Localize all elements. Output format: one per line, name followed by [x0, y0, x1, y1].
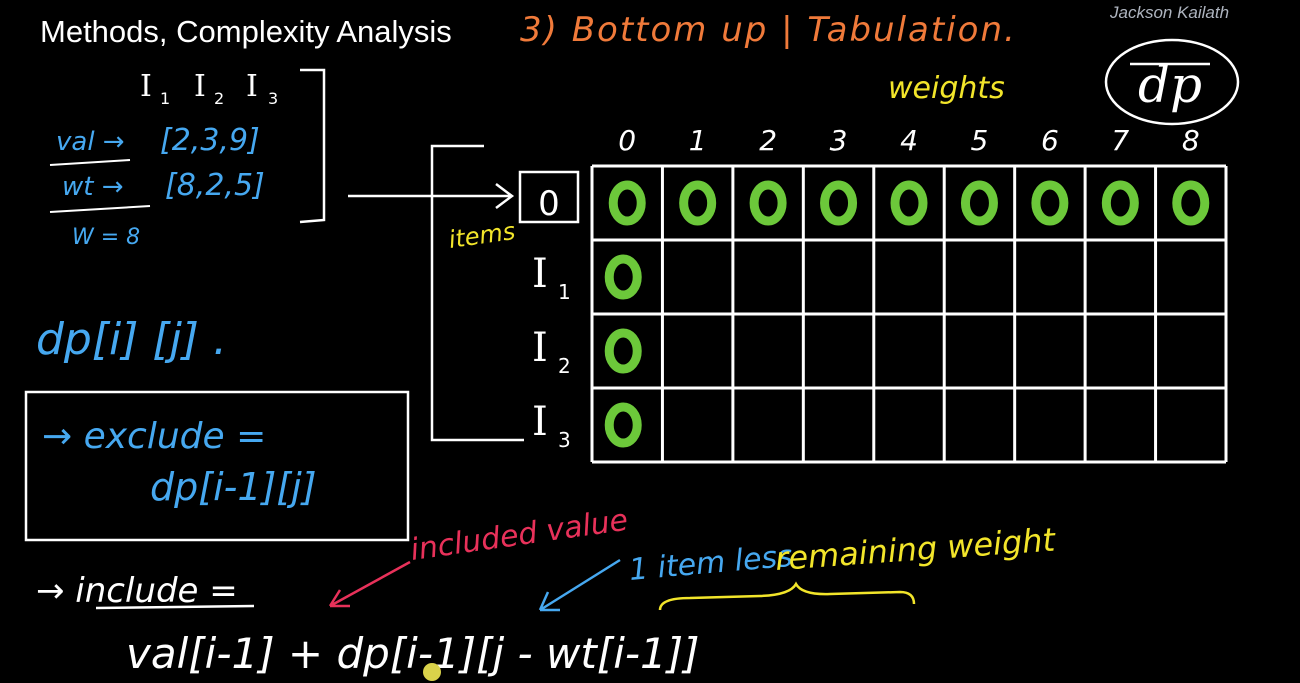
val-underline: [49, 159, 131, 166]
weight-header: 6: [1041, 124, 1059, 157]
items-axis-label: items: [447, 217, 517, 254]
exclude-label: → exclude =: [42, 416, 266, 457]
weight-header: 0: [618, 124, 636, 157]
row-header: I: [532, 399, 548, 445]
dp-badge-circle: [1104, 38, 1240, 126]
method-heading: 3) Bottom up | Tabulation.: [520, 10, 1017, 50]
zero-cell: [1031, 180, 1069, 226]
pen-cursor-icon: [423, 663, 441, 681]
weight-header: 1: [689, 124, 707, 157]
row-header: I: [532, 325, 548, 371]
weight-header: 7: [1111, 124, 1129, 157]
remaining-weight-brace: [658, 581, 916, 611]
weights-axis-label: weights: [888, 71, 1005, 106]
include-underline: [95, 604, 255, 610]
wt-underline: [49, 205, 151, 213]
weight-header: 5: [971, 124, 989, 157]
arrow-to-table: [348, 183, 515, 209]
state-definition: dp[i] [j] .: [36, 314, 227, 365]
zero-cell: [749, 180, 787, 226]
row-header: 0: [538, 184, 560, 224]
zero-cell: [604, 402, 642, 448]
annotation-item-less: 1 item less: [628, 539, 794, 588]
svg-text:2: 2: [214, 89, 224, 108]
zero-cell: [604, 254, 642, 300]
weight-header: 2: [759, 124, 777, 157]
capacity-label: W = 8: [72, 225, 140, 250]
exclude-box: [24, 390, 410, 542]
row-header-subscript: 3: [558, 428, 571, 452]
row-header-subscript: 2: [558, 354, 571, 378]
zero-cell: [1101, 180, 1139, 226]
svg-text:I: I: [140, 69, 152, 104]
zero-cell: [1172, 180, 1210, 226]
zero-cell: [960, 180, 998, 226]
row-header-subscript: 1: [558, 280, 571, 304]
item-labels: I 1 I 2 I 3: [140, 69, 278, 108]
annotation-remaining-weight: remaining weight: [774, 520, 1058, 578]
svg-text:1: 1: [160, 89, 170, 108]
zero-cell: [679, 180, 717, 226]
include-expression: val[i-1] + dp[i-1][j - wt[i-1]]: [126, 629, 700, 678]
page-title: Methods, Complexity Analysis: [40, 14, 452, 49]
row-header-0-box: [518, 170, 580, 224]
item-less-arrow: [538, 558, 621, 612]
author-watermark: Jackson Kailath: [1110, 3, 1230, 22]
svg-text:3: 3: [268, 89, 278, 108]
zero-cell: [820, 180, 858, 226]
svg-text:I: I: [246, 69, 258, 104]
val-label: val →: [56, 127, 125, 157]
weight-header: 8: [1182, 124, 1200, 157]
dp-badge-text: dp: [1138, 56, 1202, 114]
include-label: → include =: [36, 571, 238, 611]
exclude-expression: dp[i-1][j]: [150, 465, 317, 509]
wt-array: [8,2,5]: [165, 168, 265, 203]
items-brace: [430, 144, 524, 442]
svg-text:I: I: [194, 69, 206, 104]
zero-cell: [604, 328, 642, 374]
problem-bracket: [299, 68, 326, 224]
wt-label: wt →: [62, 172, 124, 202]
annotation-included-value: included value: [408, 503, 630, 568]
included-value-arrow: [328, 560, 411, 608]
weight-header: 4: [900, 124, 918, 157]
row-header: I: [532, 251, 548, 297]
zero-cell: [890, 180, 928, 226]
zero-cell: [608, 180, 646, 226]
weight-header: 3: [830, 124, 848, 157]
val-array: [2,3,9]: [160, 123, 260, 158]
